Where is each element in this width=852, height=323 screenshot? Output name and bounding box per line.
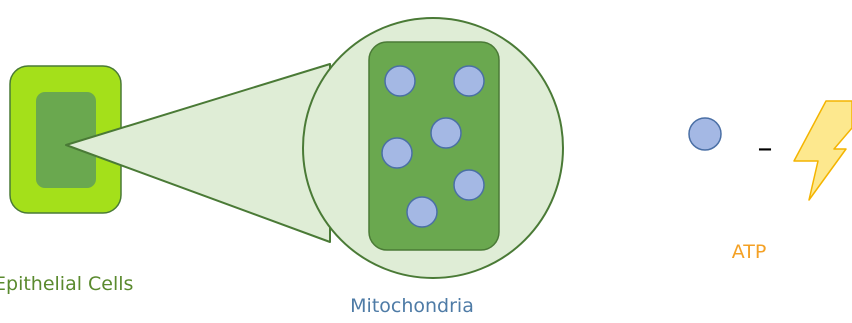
atp-label: ATP bbox=[732, 241, 767, 263]
epithelial-cells-label: Epithelial Cells bbox=[0, 273, 133, 295]
mito-dot bbox=[382, 138, 412, 168]
mitochondria-label: Mitochondria bbox=[350, 295, 474, 317]
mito-dot bbox=[385, 66, 415, 96]
lightning-bolt-icon bbox=[794, 101, 852, 200]
atp-legend: – bbox=[689, 101, 852, 200]
circle-icon bbox=[689, 118, 721, 150]
mito-dot bbox=[407, 197, 437, 227]
mitochondrion bbox=[369, 42, 499, 250]
mito-dot bbox=[454, 170, 484, 200]
mito-dot bbox=[454, 66, 484, 96]
atp-dash: – bbox=[758, 131, 773, 166]
mito-dot bbox=[431, 118, 461, 148]
